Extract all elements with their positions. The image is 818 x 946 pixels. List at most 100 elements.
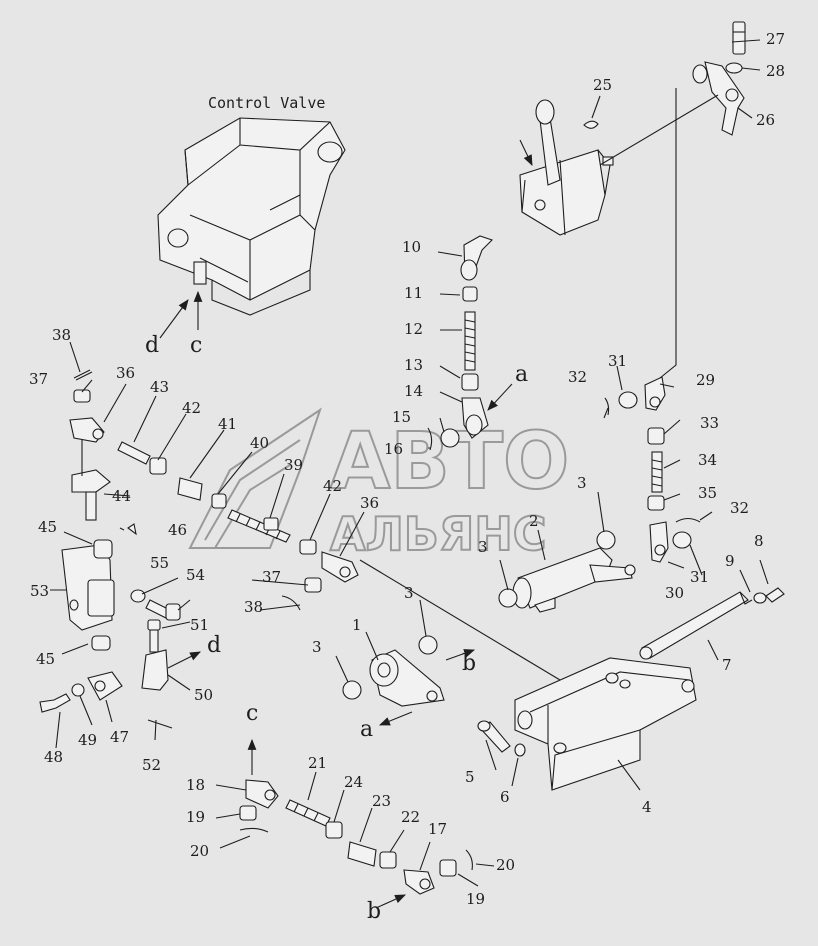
ref-c-valve: c [190, 333, 202, 358]
callout-36-right: 36 [360, 494, 379, 512]
callout-1: 1 [352, 616, 362, 634]
callout-32-upper: 32 [568, 368, 587, 386]
callout-3-mid: 3 [478, 538, 488, 556]
callout-41: 41 [218, 415, 237, 433]
watermark: АВТО АЛЬЯНС [188, 407, 570, 562]
callout-21: 21 [308, 754, 327, 772]
arrow-d-valve [159, 299, 189, 339]
ref-d-valve: d [145, 333, 159, 358]
callout-36-left: 36 [116, 364, 135, 382]
callout-27: 27 [766, 30, 785, 48]
left-linkage [39, 369, 359, 729]
control-valve-title: Control Valve [208, 94, 325, 112]
ref-c-lower: c [246, 701, 258, 726]
callout-30: 30 [665, 584, 684, 602]
callout-49: 49 [78, 731, 97, 749]
leader-lines [50, 39, 769, 887]
callout-19-left: 19 [186, 808, 205, 826]
callout-43: 43 [150, 378, 169, 396]
part-25-pin [583, 120, 599, 129]
callout-19-right: 19 [466, 890, 485, 908]
reference-letters: d c a b a d c b [145, 333, 528, 924]
callout-10: 10 [402, 238, 421, 256]
callout-7: 7 [722, 656, 732, 674]
callout-17: 17 [428, 820, 447, 838]
callout-44: 44 [112, 487, 131, 505]
callout-51: 51 [190, 616, 209, 634]
callout-23: 23 [372, 792, 391, 810]
callout-33: 33 [700, 414, 719, 432]
callout-20-right: 20 [496, 856, 515, 874]
callout-22: 22 [401, 808, 420, 826]
callout-2: 2 [529, 512, 539, 530]
control-valve [157, 117, 346, 316]
callout-48: 48 [44, 748, 63, 766]
callout-24: 24 [344, 773, 363, 791]
rod-vertical [659, 88, 677, 379]
callout-40: 40 [250, 434, 269, 452]
rod-7 [639, 587, 785, 660]
callout-18: 18 [186, 776, 205, 794]
callout-35: 35 [698, 484, 717, 502]
callout-6: 6 [500, 788, 510, 806]
upper-right-linkage [692, 21, 746, 136]
rod-center [359, 559, 561, 681]
callout-12: 12 [404, 320, 423, 338]
ref-b-bottom: b [367, 899, 381, 924]
callout-34: 34 [698, 451, 717, 469]
ref-a-lever: a [360, 717, 373, 742]
callout-29: 29 [696, 371, 715, 389]
callout-42-lower: 42 [323, 477, 342, 495]
callout-38-lower: 38 [244, 598, 263, 616]
callout-31-upper: 31 [608, 352, 627, 370]
callout-9: 9 [725, 552, 735, 570]
callout-13: 13 [404, 356, 423, 374]
callout-47: 47 [110, 728, 129, 746]
lever-assembly [519, 99, 614, 236]
callout-54: 54 [186, 566, 205, 584]
ref-b-lever: b [462, 651, 476, 676]
bottom-linkage [239, 738, 473, 909]
center-column-parts [427, 235, 494, 451]
arrow-a-top [487, 383, 513, 411]
callout-31-lower: 31 [690, 568, 709, 586]
callout-25: 25 [593, 76, 612, 94]
callout-28: 28 [766, 62, 785, 80]
callout-32-lower: 32 [730, 499, 749, 517]
rod-upper [599, 94, 719, 166]
callout-3-right: 3 [577, 474, 587, 492]
lever-1 [342, 635, 445, 707]
callout-52: 52 [142, 756, 161, 774]
callout-55: 55 [150, 554, 169, 572]
callout-labels: 27 28 26 25 10 11 12 13 14 15 16 32 31 2… [29, 30, 785, 908]
ref-d-lower: d [207, 633, 221, 658]
callout-38-upper: 38 [52, 326, 71, 344]
callout-3-lower: 3 [404, 584, 414, 602]
bolt-5 [477, 720, 526, 757]
watermark-line2: АЛЬЯНС [330, 507, 547, 561]
callout-45-lower: 45 [36, 650, 55, 668]
callout-45-upper: 45 [38, 518, 57, 536]
callout-50: 50 [194, 686, 213, 704]
lever-2 [498, 530, 636, 613]
callout-26: 26 [756, 111, 775, 129]
callout-5: 5 [465, 768, 475, 786]
callout-46: 46 [168, 521, 187, 539]
bracket-4 [514, 657, 697, 791]
right-column-parts [604, 376, 701, 563]
callout-53: 53 [30, 582, 49, 600]
callout-14: 14 [404, 382, 423, 400]
callout-37-lower: 37 [262, 568, 281, 586]
callout-39: 39 [284, 456, 303, 474]
callout-16: 16 [384, 440, 403, 458]
callout-37-upper: 37 [29, 370, 48, 388]
callout-8: 8 [754, 532, 764, 550]
watermark-logo-shape [188, 407, 322, 549]
callout-3-left: 3 [312, 638, 322, 656]
callout-11: 11 [404, 284, 423, 302]
arrow-b-lever [445, 649, 476, 661]
callout-42-upper: 42 [182, 399, 201, 417]
ref-a-top: a [515, 362, 528, 387]
